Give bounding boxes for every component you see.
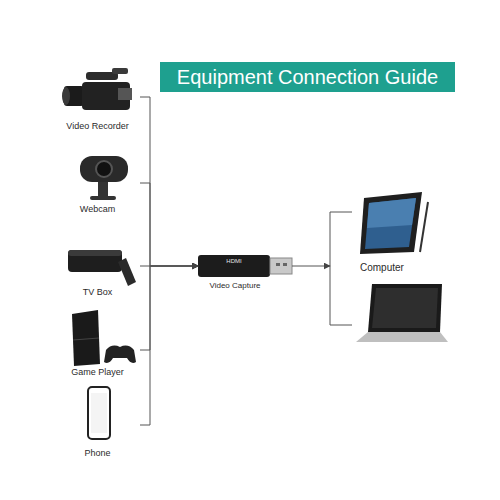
computer-label: Computer [360, 262, 430, 274]
bracket-tick [330, 212, 352, 213]
device-node: Video Recorder [55, 65, 140, 135]
phone-screen [91, 393, 107, 433]
tablet-screen-shine [367, 198, 416, 228]
usb-hole [283, 263, 287, 266]
capture-dongle-illustration [198, 255, 292, 277]
stylus [420, 202, 428, 252]
game-controller [104, 346, 136, 363]
camcorder-illustration [62, 68, 132, 110]
connector-arrow [140, 183, 198, 266]
camcorder-mic [112, 68, 128, 74]
phone-body [88, 387, 110, 439]
device-label: Video Recorder [55, 121, 140, 132]
computer-node: Computer [330, 190, 450, 350]
connector-arrow [140, 266, 198, 425]
connector-arrow [292, 266, 330, 267]
connector-arrow [140, 97, 198, 266]
dongle-body [198, 255, 270, 277]
device-label: Phone [55, 448, 140, 459]
console-body [72, 310, 100, 366]
tv-box-illustration [68, 250, 136, 286]
tablet-screen [365, 198, 416, 249]
tablet-illustration [360, 192, 428, 254]
laptop-screen [372, 288, 438, 328]
webcam-illustration [80, 156, 128, 200]
device-node: Game Player [55, 305, 140, 380]
console-seam [73, 338, 99, 340]
tablet-bezel [360, 192, 422, 254]
tv-remote [118, 258, 136, 286]
bracket-line [330, 212, 331, 325]
device-label: Game Player [55, 367, 140, 378]
device-label: TV Box [55, 287, 140, 298]
device-node: Webcam [55, 148, 140, 218]
bracket-tick [330, 325, 352, 326]
tv-box-body [68, 250, 122, 272]
usb-plug [270, 258, 292, 274]
hdmi-logo-text: HDMI [216, 257, 252, 265]
capture-node: HDMI Video Capture [198, 248, 292, 294]
console-illustration [72, 310, 136, 366]
title-banner: Equipment Connection Guide [160, 62, 455, 92]
device-label: Webcam [55, 204, 140, 215]
connector-arrow [140, 266, 198, 350]
device-node: Phone [55, 383, 140, 461]
connector-arrow [140, 266, 198, 267]
device-node: TV Box [55, 235, 140, 300]
webcam-head [80, 156, 128, 182]
output-bracket [330, 212, 352, 325]
tv-box-top [68, 250, 122, 256]
laptop-illustration [356, 284, 448, 342]
camcorder-viewfinder [118, 88, 132, 100]
webcam-base [90, 196, 116, 200]
laptop-base [356, 332, 448, 342]
laptop-bezel [368, 284, 442, 332]
usb-hole [276, 263, 280, 266]
camcorder-lens-front [62, 87, 70, 105]
phone-illustration [88, 387, 110, 439]
webcam-lens [96, 161, 112, 177]
capture-label: Video Capture [198, 281, 272, 291]
